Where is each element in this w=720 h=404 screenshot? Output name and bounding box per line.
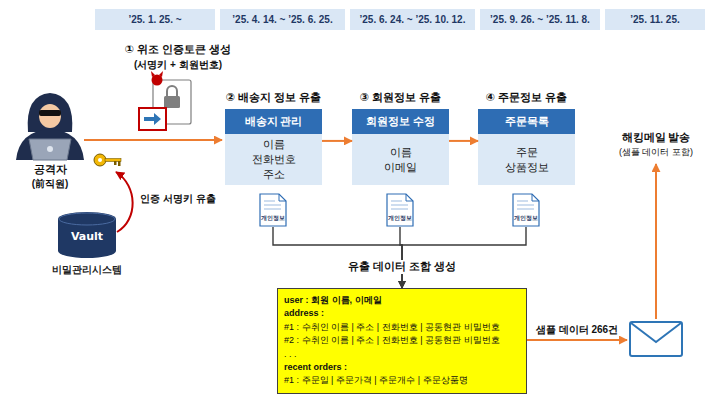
date-bar: ’25. 1. 25. ~	[95, 9, 215, 30]
document-lines	[391, 201, 408, 209]
cylinder-body	[58, 212, 116, 258]
step-subtitle: (서명키 + 회원번호)	[93, 58, 263, 72]
card-arrow	[144, 113, 161, 125]
document-text: 개인정보	[506, 214, 546, 223]
box-body: 주문 상품정보	[478, 134, 575, 185]
flow-connector	[400, 227, 402, 288]
vault-cylinder: Vault비밀관리시스템	[58, 212, 116, 258]
data-line: #1 : 수취인 이름 | 주소 | 전화번호 | 공동현관 비밀번호	[284, 321, 520, 334]
data-line: #1 : 주문일 | 주문가격 | 주문개수 | 주문상품명	[284, 374, 520, 387]
box-header: 회원정보 수정	[352, 109, 449, 134]
sample-send-arrow	[527, 339, 627, 341]
data-line: address :	[284, 307, 520, 320]
data-line: recent orders :	[284, 361, 520, 374]
box-body: 이름 전화번호 주소	[225, 134, 322, 185]
key-tooth	[118, 161, 121, 166]
actor-note: (前직원)	[10, 177, 90, 191]
box-body: 이름 이메일	[352, 134, 449, 185]
attacker-laptop	[29, 139, 71, 160]
flow-note: 샘플 데이터 266건	[529, 323, 625, 337]
key-leak-arrow	[116, 172, 133, 232]
document-lines	[264, 201, 281, 209]
document-text: 개인정보	[253, 214, 293, 223]
key-tooth	[114, 161, 117, 165]
document-icon: 개인정보	[386, 193, 414, 227]
date-bar: ’25. 9. 26. ~ ’25. 11. 8.	[480, 9, 600, 30]
box-fields: 이름 이메일	[384, 145, 417, 175]
forged-token-icon	[139, 71, 191, 130]
system-box: ② 배송지 정보 유출배송지 관리이름 전화번호 주소	[225, 109, 322, 185]
envelope-body	[630, 322, 682, 356]
system-box: ③ 회원정보 유출회원정보 수정이름 이메일	[352, 109, 449, 185]
cylinder-top	[59, 213, 115, 225]
date-bar: ’25. 11. 25.	[605, 9, 705, 30]
outcome-title: 해킹메일 발송	[601, 131, 711, 145]
system-box: ④ 주문정보 유출주문목록주문 상품정보	[478, 109, 575, 185]
leak-note: 인증 서명키 유출	[133, 192, 223, 206]
attacker-body	[16, 129, 84, 160]
flow-connector	[449, 140, 478, 142]
box-fields: 이름 전화번호 주소	[252, 137, 296, 182]
document-icon: 개인정보	[259, 193, 287, 227]
document-text: 개인정보	[380, 214, 420, 223]
attacker-illustration	[16, 93, 84, 160]
step-title: ① 위조 인증토큰 생성	[93, 42, 263, 57]
envelope-icon	[630, 322, 682, 356]
forged-card	[139, 108, 166, 130]
document-page	[387, 194, 413, 226]
attacker-face	[39, 104, 61, 128]
attack-flow-arrow	[84, 139, 222, 141]
data-line: . . .	[284, 348, 520, 361]
document-icon: 개인정보	[512, 193, 540, 227]
data-box: user : 회원 이름, 이메일address :#1 : 수취인 이름 | …	[277, 288, 527, 394]
system-name: 비밀관리시스템	[22, 263, 152, 277]
document-shape	[259, 193, 287, 227]
actor-name: 공격자	[10, 163, 90, 177]
step-heading: ② 배송지 정보 유출	[195, 90, 352, 105]
laptop-logo	[47, 146, 53, 152]
mail-send-arrow	[655, 164, 657, 319]
date-text: ’25. 4. 14. ~ ’25. 6. 25.	[232, 14, 332, 25]
document-fold	[279, 194, 286, 201]
date-bar: ’25. 4. 14. ~ ’25. 6. 25.	[220, 9, 345, 30]
date-text: ’25. 1. 25. ~	[128, 14, 181, 25]
step-heading: ④ 주문정보 유출	[448, 90, 605, 105]
lock-shackle	[167, 86, 177, 96]
flow-connector	[273, 227, 402, 288]
step-heading: ③ 회원정보 유출	[322, 90, 479, 105]
attacker-hood	[28, 93, 73, 132]
date-text: ’25. 11. 25.	[630, 14, 680, 25]
document-lines	[517, 201, 534, 209]
key-bow	[94, 154, 106, 166]
attacker-glasses	[39, 110, 61, 116]
document-shape	[386, 193, 414, 227]
lock-body	[164, 96, 180, 108]
document-fold	[532, 194, 539, 201]
flow-connector	[402, 227, 526, 288]
document-page	[260, 194, 286, 226]
box-header: 배송지 관리	[225, 109, 322, 134]
box-header: 주문목록	[478, 109, 575, 134]
date-text: ’25. 9. 26. ~ ’25. 11. 8.	[490, 14, 590, 25]
data-line: user : 회원 이름, 이메일	[284, 294, 520, 307]
document-shape	[512, 193, 540, 227]
flow-connector	[322, 140, 352, 142]
envelope-flap	[631, 323, 681, 342]
key-hole	[98, 158, 102, 162]
document-fold	[406, 194, 413, 201]
data-line: #2 : 수취인 이름 | 주소 | 전화번호 | 공동현관 비밀번호	[284, 334, 520, 347]
key-icon	[94, 154, 121, 166]
devil-horns	[151, 71, 163, 77]
date-bar: ’25. 6. 24. ~ ’25. 10. 12.	[350, 9, 475, 30]
outcome-note: (샘플 데이터 포함)	[601, 146, 711, 159]
document-page	[513, 194, 539, 226]
box-fields: 주문 상품정보	[505, 145, 549, 175]
edge-label: 유출 데이터 조합 생성	[344, 260, 460, 274]
date-text: ’25. 6. 24. ~ ’25. 10. 12.	[360, 14, 466, 25]
vault-text: Vault	[58, 230, 116, 243]
